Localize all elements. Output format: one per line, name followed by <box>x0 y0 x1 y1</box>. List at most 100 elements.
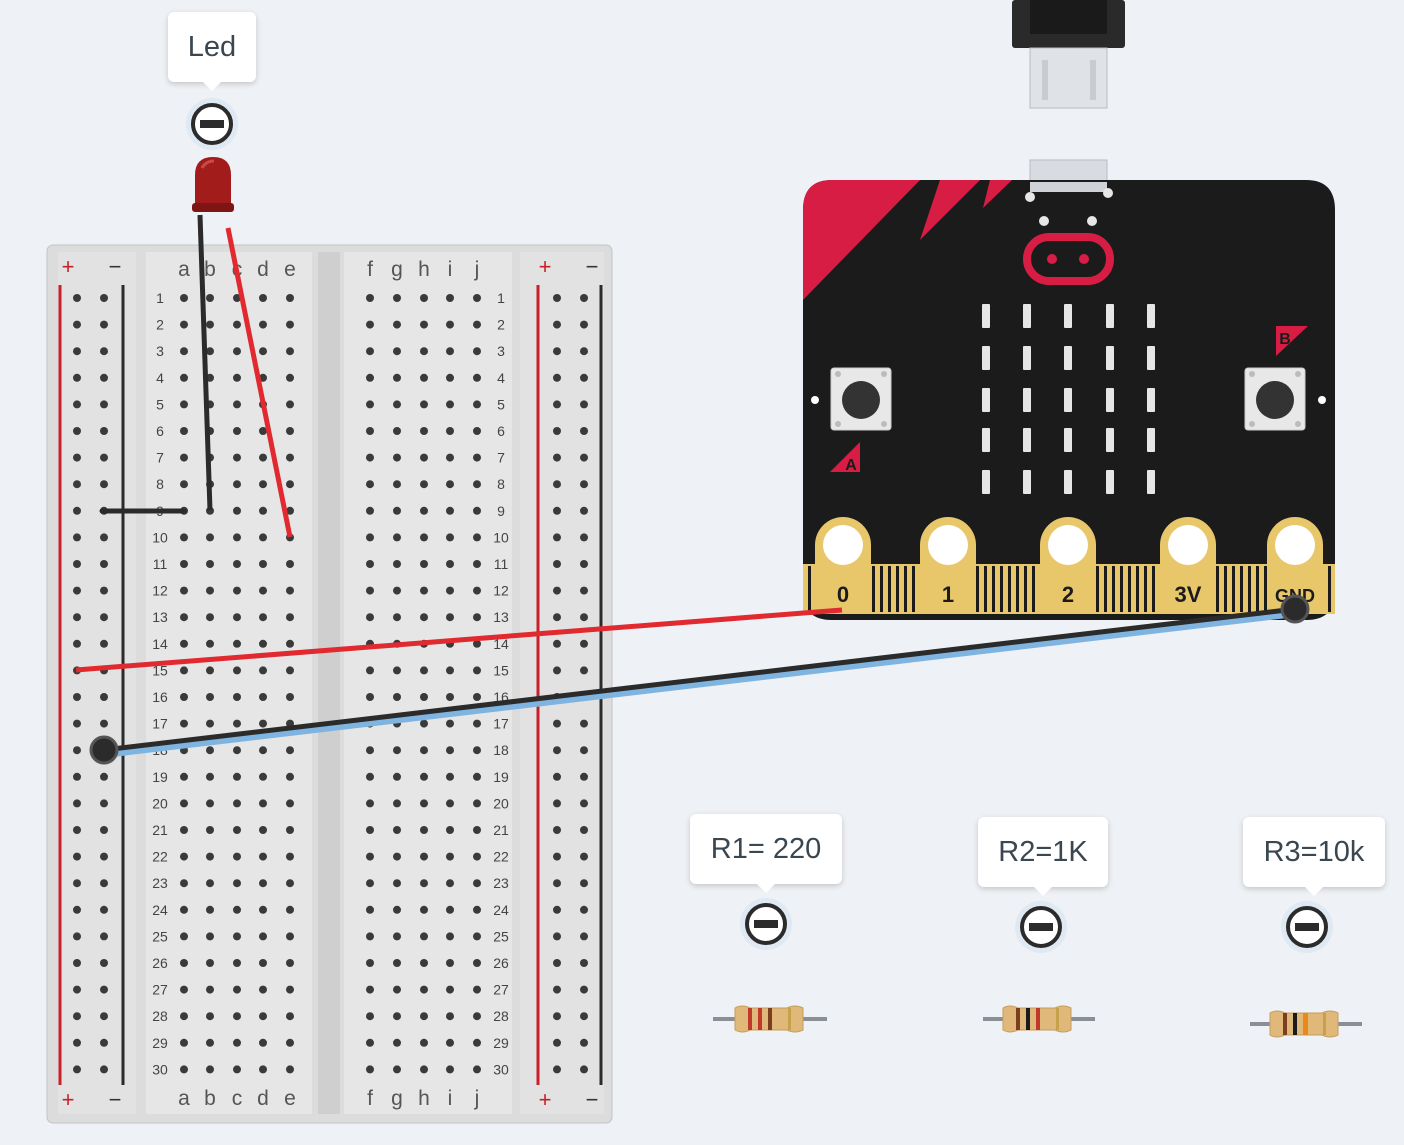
breadboard-hole[interactable] <box>286 879 294 888</box>
breadboard-hole[interactable] <box>393 852 401 861</box>
breadboard-hole[interactable] <box>286 373 294 382</box>
breadboard-hole[interactable] <box>420 347 428 356</box>
breadboard-hole[interactable] <box>366 347 374 356</box>
rail-hole[interactable] <box>553 799 561 808</box>
breadboard-hole[interactable] <box>420 932 428 941</box>
breadboard-hole[interactable] <box>446 932 454 941</box>
breadboard-hole[interactable] <box>286 347 294 356</box>
breadboard-hole[interactable] <box>259 746 267 755</box>
rail-hole[interactable] <box>580 453 588 462</box>
rail-hole[interactable] <box>553 506 561 515</box>
rail-hole[interactable] <box>580 480 588 489</box>
rail-hole[interactable] <box>73 613 81 622</box>
breadboard-hole[interactable] <box>366 852 374 861</box>
breadboard-hole[interactable] <box>473 826 481 834</box>
breadboard-hole[interactable] <box>473 613 481 622</box>
breadboard-hole[interactable] <box>393 905 401 914</box>
rail-hole[interactable] <box>553 826 561 834</box>
breadboard-hole[interactable] <box>446 772 454 781</box>
breadboard-hole[interactable] <box>233 613 241 622</box>
breadboard-hole[interactable] <box>420 852 428 861</box>
rail-hole[interactable] <box>100 985 108 994</box>
rail-hole[interactable] <box>553 746 561 755</box>
rail-hole[interactable] <box>73 347 81 356</box>
breadboard-hole[interactable] <box>259 826 267 834</box>
breadboard-hole[interactable] <box>420 772 428 781</box>
rail-hole[interactable] <box>580 666 588 675</box>
breadboard-hole[interactable] <box>393 560 401 568</box>
rail-hole[interactable] <box>580 799 588 808</box>
breadboard-hole[interactable] <box>420 586 428 595</box>
breadboard-hole[interactable] <box>180 905 188 914</box>
breadboard-hole[interactable] <box>393 506 401 515</box>
rail-hole[interactable] <box>580 852 588 861</box>
rail-hole[interactable] <box>553 1065 561 1074</box>
rail-hole[interactable] <box>73 1038 81 1047</box>
breadboard-hole[interactable] <box>473 719 481 728</box>
rail-hole[interactable] <box>73 826 81 834</box>
breadboard-hole[interactable] <box>180 719 188 728</box>
breadboard-hole[interactable] <box>206 746 214 755</box>
rail-hole[interactable] <box>100 400 108 409</box>
breadboard-hole[interactable] <box>393 826 401 834</box>
pin-hole[interactable] <box>1168 525 1208 565</box>
breadboard-hole[interactable] <box>259 320 267 329</box>
pin-hole[interactable] <box>823 525 863 565</box>
breadboard-hole[interactable] <box>233 1012 241 1021</box>
breadboard-hole[interactable] <box>446 1065 454 1074</box>
rail-hole[interactable] <box>580 826 588 834</box>
rail-hole[interactable] <box>73 879 81 888</box>
breadboard-hole[interactable] <box>366 746 374 755</box>
rail-hole[interactable] <box>100 294 108 302</box>
breadboard-hole[interactable] <box>180 373 188 382</box>
breadboard-hole[interactable] <box>180 586 188 595</box>
breadboard-hole[interactable] <box>180 1012 188 1021</box>
breadboard-hole[interactable] <box>259 852 267 861</box>
breadboard-hole[interactable] <box>446 985 454 994</box>
breadboard-hole[interactable] <box>206 772 214 781</box>
rail-hole[interactable] <box>580 905 588 914</box>
breadboard-hole[interactable] <box>366 1012 374 1021</box>
breadboard-hole[interactable] <box>366 693 374 701</box>
breadboard-hole[interactable] <box>286 959 294 967</box>
rail-hole[interactable] <box>73 772 81 781</box>
breadboard-hole[interactable] <box>366 1038 374 1047</box>
breadboard-hole[interactable] <box>259 959 267 967</box>
breadboard-hole[interactable] <box>366 905 374 914</box>
breadboard-hole[interactable] <box>180 879 188 888</box>
breadboard-hole[interactable] <box>393 1012 401 1021</box>
breadboard-hole[interactable] <box>180 693 188 701</box>
breadboard-hole[interactable] <box>446 852 454 861</box>
breadboard-hole[interactable] <box>286 586 294 595</box>
breadboard-hole[interactable] <box>420 1065 428 1074</box>
breadboard-hole[interactable] <box>180 560 188 568</box>
breadboard-hole[interactable] <box>473 533 481 542</box>
rail-hole[interactable] <box>580 506 588 515</box>
resistor-r3[interactable] <box>1250 1010 1362 1038</box>
breadboard-hole[interactable] <box>180 347 188 356</box>
breadboard-hole[interactable] <box>473 453 481 462</box>
led-remove-handle[interactable] <box>186 98 238 150</box>
breadboard-hole[interactable] <box>366 427 374 435</box>
breadboard-hole[interactable] <box>259 480 267 489</box>
rail-hole[interactable] <box>580 772 588 781</box>
breadboard-hole[interactable] <box>473 586 481 595</box>
breadboard-hole[interactable] <box>259 560 267 568</box>
breadboard-hole[interactable] <box>206 666 214 675</box>
rail-hole[interactable] <box>73 586 81 595</box>
rail-hole[interactable] <box>580 746 588 755</box>
breadboard-hole[interactable] <box>420 666 428 675</box>
breadboard-hole[interactable] <box>233 959 241 967</box>
breadboard-hole[interactable] <box>420 1012 428 1021</box>
rail-hole[interactable] <box>100 639 108 648</box>
breadboard-hole[interactable] <box>420 905 428 914</box>
rail-hole[interactable] <box>580 879 588 888</box>
breadboard-hole[interactable] <box>446 826 454 834</box>
breadboard-hole[interactable] <box>446 533 454 542</box>
rail-hole[interactable] <box>553 959 561 967</box>
breadboard-hole[interactable] <box>233 772 241 781</box>
breadboard-hole[interactable] <box>259 799 267 808</box>
breadboard-hole[interactable] <box>420 746 428 755</box>
breadboard-hole[interactable] <box>366 959 374 967</box>
